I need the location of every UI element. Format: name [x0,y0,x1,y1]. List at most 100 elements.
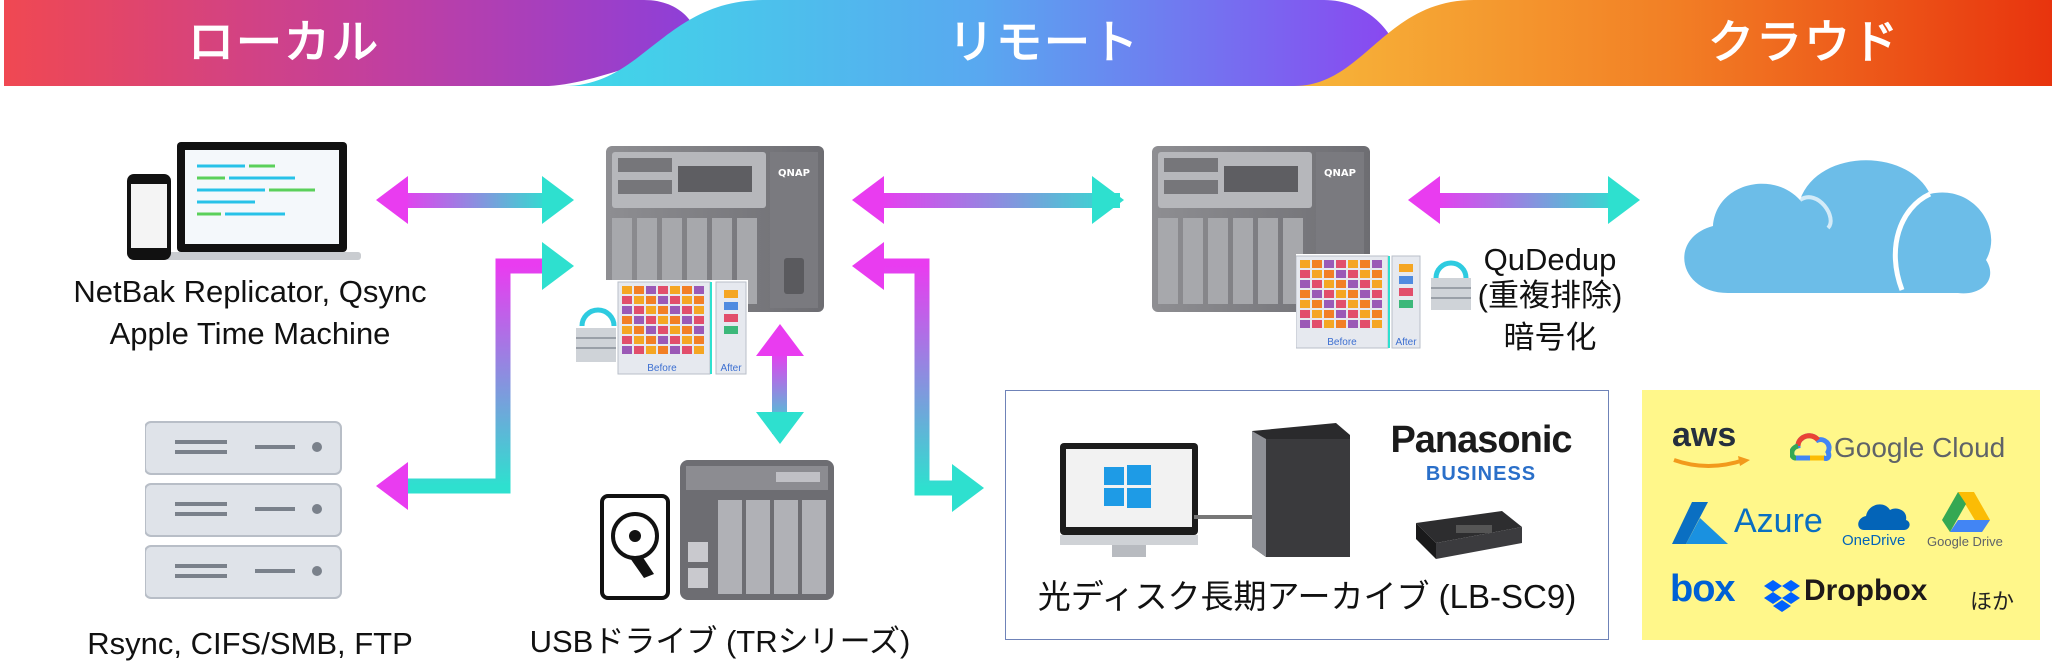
dedup-grid-cell [1300,310,1310,318]
dedup-grid-cell [1348,310,1358,318]
nas-brand-label: QNAP [778,168,810,179]
dedup-grid-cell [1372,320,1382,328]
optical-archive-panel: Panasonic BUSINESS 光ディスク長期アーカイブ (LB-SC9) [1005,390,1609,640]
dedup-after-label: After [1395,337,1417,348]
google-cloud-icon [1790,433,1832,461]
dedup-grid-cell [1348,290,1358,298]
banner-cloud-label: クラウド [1708,15,1900,69]
dedup-grid-cell [694,316,704,324]
dedup-grid-cell [658,296,668,304]
dedup-grid-cell [658,346,668,354]
dedup-grid-cell [646,296,656,304]
dedup-grid-cell [1312,320,1322,328]
dedup-grid-cell [1300,270,1310,278]
desktop-monitor-icon [1060,443,1198,557]
dedup-grid-cell [634,306,644,314]
arrow-remote-cloud [1408,176,1640,224]
dedup-grid-cell [1300,300,1310,308]
dedup-grid-cell [1336,270,1346,278]
dedup-grid-cell [622,306,632,314]
pc-caption-line2: Apple Time Machine [109,316,391,351]
local-nas-icon: QNAP [606,146,824,312]
dedup-grid-cell [1336,320,1346,328]
cloud-services-panel: aws Google Cloud Azure OneDrive Google D… [1642,390,2040,640]
banner-cloud-band [1294,0,2052,86]
onedrive-icon [1858,504,1910,530]
dedup-grid-cell [682,346,692,354]
laptop-phone-icon [127,142,361,260]
dedup-grid-cell [1324,270,1334,278]
dedup-grid-cell [622,286,632,294]
banner-remote-label: リモート [948,15,1140,69]
dedup-grid-cell [682,296,692,304]
dedup-grid-cell [1336,280,1346,288]
arrow-pc-nas [376,176,574,224]
dedup-grid-cell [658,306,668,314]
dedup-grid-cell [634,316,644,324]
dedup-grid-cell [1348,300,1358,308]
onedrive-label: OneDrive [1842,532,1906,549]
dedup-grid-cell [1336,310,1346,318]
dedup-grid-cell [1300,280,1310,288]
dedup-grid-cell [1360,320,1370,328]
archive-tower-icon [1252,423,1350,557]
dedup-grid-cell [694,306,704,314]
dedup-grid-cell [1324,310,1334,318]
dedup-grid-cell [1360,260,1370,268]
dedup-grid-cell [1360,270,1370,278]
dedup-grid-cell [634,326,644,334]
arrow-nas-remote [852,176,1124,224]
dedup-grid-cell [1372,270,1382,278]
dedup-chart-icon: Before After [574,280,748,376]
dedup-grid-cell [646,346,656,354]
dedup-grid-cell [622,316,632,324]
pc-caption-line1: NetBak Replicator, Qsync [73,274,427,309]
dedup-grid-cell [670,296,680,304]
dedup-grid-cell [694,286,704,294]
dedup-grid-cell [1348,280,1358,288]
arrow-nas-archive [852,242,984,512]
dedup-before-label: Before [647,363,677,374]
dedup-grid-cell [682,286,692,294]
dedup-grid-cell [622,336,632,344]
dedup-grid-cell [670,316,680,324]
dropbox-icon [1764,580,1800,612]
dedup-grid-cell [1312,290,1322,298]
dedup-grid-cell [1348,320,1358,328]
dedup-after-label: After [720,363,742,374]
dedup-grid-cell [1324,260,1334,268]
dedup-grid-cell [1324,320,1334,328]
dedup-grid-cell [670,286,680,294]
aws-smile-icon [1673,456,1750,468]
dedup-grid-cell [694,346,704,354]
lock-icon [1431,260,1471,310]
dedup-grid-cell [1348,270,1358,278]
cloud-icon [1684,160,1992,294]
panasonic-logo: Panasonic [1390,419,1572,461]
dedup-grid-cell [694,326,704,334]
dedup-grid-cell [1372,300,1382,308]
dedup-grid-cell [682,326,692,334]
google-drive-label: Google Drive [1927,534,2003,549]
dedup-grid-cell [1312,310,1322,318]
dedup-caption-line2: (重複排除) [1477,278,1623,313]
dedup-grid-cell [670,306,680,314]
nas-brand-label: QNAP [1324,168,1356,179]
dedup-grid-cell [1300,260,1310,268]
optical-drive-icon [1416,511,1522,559]
dedup-grid-cell [646,286,656,294]
google-cloud-label: Google Cloud [1834,432,2006,463]
aws-logo: aws [1672,416,1737,454]
dedup-grid-cell [646,326,656,334]
dedup-grid-cell [658,336,668,344]
dedup-grid-cell [622,346,632,354]
dedup-grid-cell [646,316,656,324]
azure-icon [1672,502,1728,544]
dedup-grid-cell [1324,300,1334,308]
dedup-grid-cell [1372,290,1382,298]
dedup-grid-cell [1324,290,1334,298]
dedup-grid-cell [670,336,680,344]
dedup-grid-cell [694,336,704,344]
dedup-grid-cell [1372,280,1382,288]
